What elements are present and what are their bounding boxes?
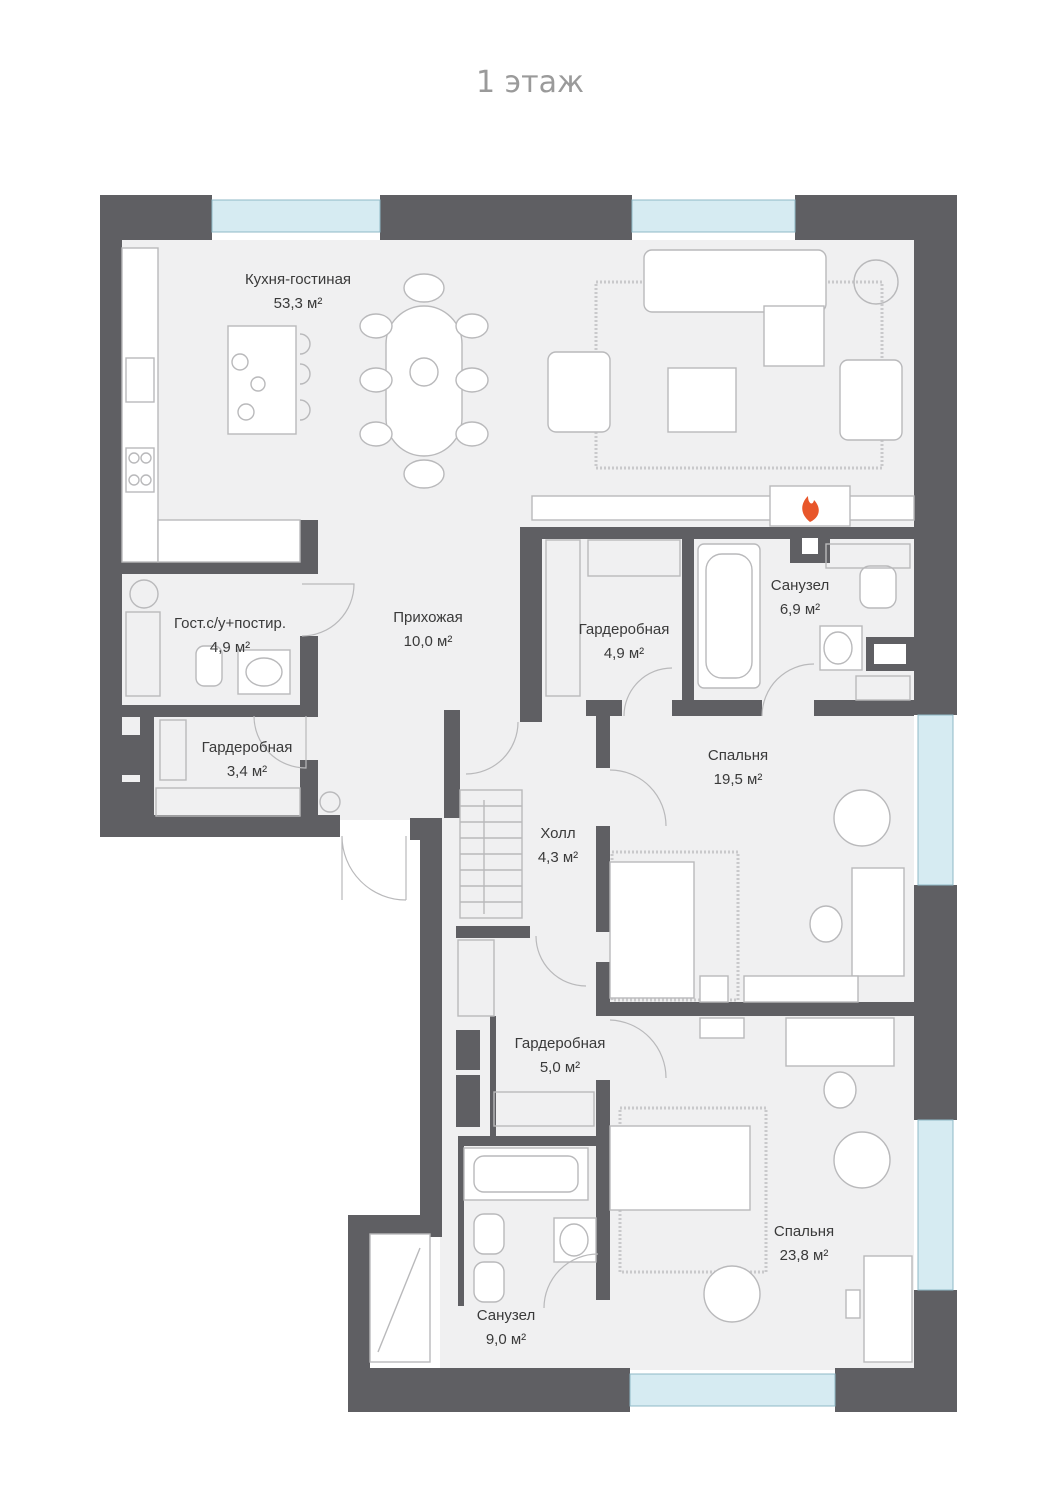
room-name: Санузел — [771, 577, 829, 594]
room-name: Кухня-гостиная — [245, 271, 351, 288]
dining-table — [359, 273, 489, 489]
door-swings — [253, 583, 815, 1309]
fireplace-icon — [802, 496, 819, 522]
floor-title: 1 этаж — [476, 65, 584, 100]
room-name: Гардеробная — [515, 1035, 606, 1052]
living-room-furniture — [531, 249, 915, 527]
room-name: Прихожая — [393, 609, 463, 626]
staircase — [459, 789, 523, 919]
room-area: 4,9 м² — [604, 645, 644, 662]
room-name: Гост.с/у+постир. — [174, 615, 286, 632]
room-area: 5,0 м² — [540, 1059, 580, 1076]
bedroom-furniture — [609, 789, 913, 1363]
windows — [211, 199, 954, 1407]
room-area: 9,0 м² — [486, 1331, 526, 1348]
wardrobe-shelves — [155, 539, 681, 1127]
outer-walls — [100, 195, 957, 1412]
room-name: Спальня — [708, 747, 768, 764]
room-name: Холл — [540, 825, 575, 842]
interior-walls — [118, 520, 914, 1306]
kitchen-furniture — [121, 247, 311, 563]
bathroom-fixtures — [125, 543, 911, 1363]
room-name: Санузел — [477, 1307, 535, 1324]
room-area: 23,8 м² — [780, 1247, 829, 1264]
room-area: 4,9 м² — [210, 639, 250, 656]
room-name: Спальня — [774, 1223, 834, 1240]
room-name: Гардеробная — [579, 621, 670, 638]
room-area: 10,0 м² — [404, 633, 453, 650]
room-area: 6,9 м² — [780, 601, 820, 618]
room-labels: Кухня-гостиная 53,3 м² Гост.с/у+постир. … — [174, 271, 834, 1348]
room-name: Гардеробная — [202, 739, 293, 756]
room-area: 53,3 м² — [274, 295, 323, 312]
room-area: 19,5 м² — [714, 771, 763, 788]
room-area: 3,4 м² — [227, 763, 267, 780]
room-area: 4,3 м² — [538, 849, 578, 866]
